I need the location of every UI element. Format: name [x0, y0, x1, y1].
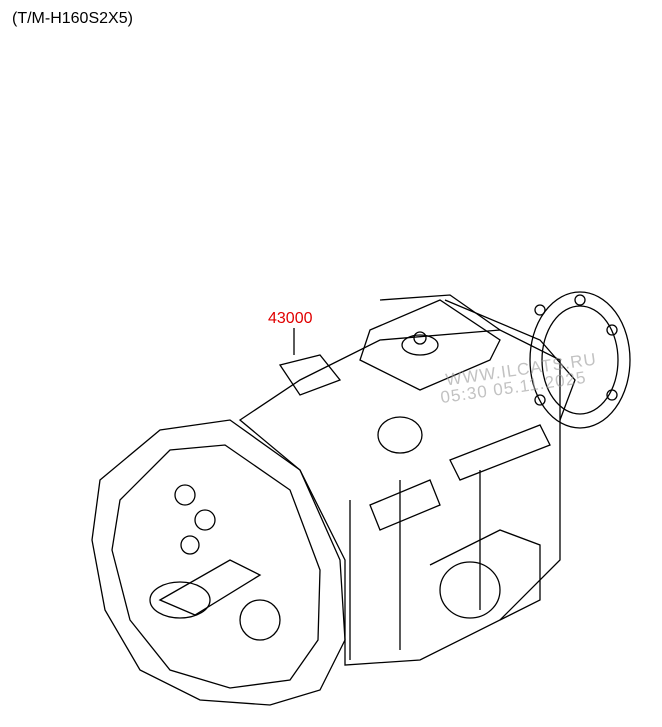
diagram-title: (T/M-H160S2X5) — [12, 10, 133, 27]
part-callout-43000[interactable]: 43000 — [268, 310, 313, 327]
bell-housing — [91, 419, 346, 706]
gearbox-case — [238, 294, 561, 666]
actuators — [278, 299, 576, 621]
rear-flange — [529, 291, 631, 429]
